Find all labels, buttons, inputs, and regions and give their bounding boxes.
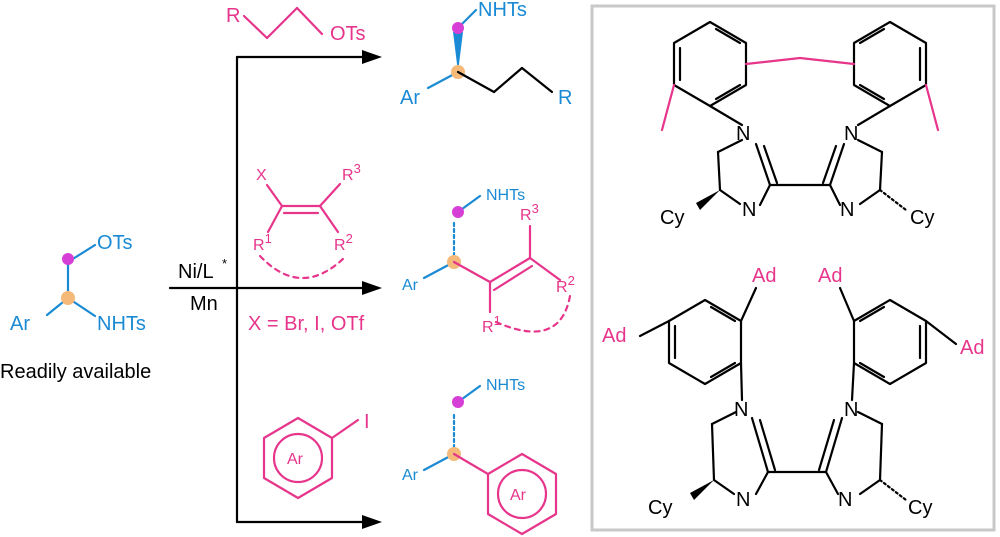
- product2-ar-label: Ar: [402, 277, 419, 294]
- reagent-x-label: X: [256, 167, 267, 184]
- ligand2-ad-right: Ad: [960, 337, 984, 359]
- ligand2-n1: N: [734, 399, 748, 421]
- product2-r2-label: R2: [556, 273, 575, 296]
- ligand-adamantyl-biimidazoline: Ad Ad Ad Ad N N N N Cy Cy: [602, 265, 984, 519]
- reagent-ar-ring-label: Ar: [287, 451, 304, 468]
- reagent-alkyl-tosylate: R OTs: [226, 5, 366, 45]
- ligand1-n3: N: [844, 123, 858, 145]
- ligand1-n2: N: [742, 199, 756, 221]
- product-alkenyl: NHTs Ar R3 R2 R1: [402, 187, 575, 336]
- product1-r-label: R: [558, 87, 572, 109]
- ligand2-cy-right: Cy: [908, 497, 932, 519]
- reagent-i-label: I: [364, 411, 370, 433]
- stereocenter-dot: [61, 291, 75, 305]
- reagent-r-label: R: [226, 5, 240, 27]
- ligand-panel: [590, 4, 996, 532]
- start-ots-label: OTs: [97, 232, 133, 254]
- product-aryl: NHTs Ar Ar: [402, 377, 558, 536]
- radical-ball: [452, 22, 464, 34]
- product2-nhts-label: NHTs: [486, 187, 525, 204]
- ligand2-ad-top-right: Ad: [818, 265, 842, 287]
- reagent-ots-label: OTs: [330, 23, 366, 45]
- reductant-label: Mn: [190, 293, 218, 315]
- halide-note: X = Br, I, OTf: [248, 313, 365, 335]
- reaction-arrows: [168, 50, 382, 529]
- product3-ar-ring-label: Ar: [510, 487, 527, 504]
- ligand1-cy-right: Cy: [910, 207, 934, 229]
- product2-r1-label: R1: [482, 313, 501, 336]
- reagent-aryl-iodide: Ar I: [262, 411, 370, 500]
- ligand2-cy-left: Cy: [648, 497, 672, 519]
- product1-nhts-label: NHTs: [478, 0, 527, 21]
- reagent-r2-label: R2: [334, 231, 353, 254]
- ligand2-n2: N: [736, 489, 750, 511]
- catalyst-label: Ni/L: [178, 261, 214, 283]
- ligand1-n4: N: [840, 199, 854, 221]
- reagent-vinyl-halide: X R3 R1 R2 X = Br, I, OTf: [248, 161, 365, 335]
- ligand1-cy-left: Cy: [660, 207, 684, 229]
- ligand2-n4: N: [838, 489, 852, 511]
- starting-material: OTs NHTs Ar Readily available: [0, 232, 151, 383]
- product1-ar-label: Ar: [400, 87, 420, 109]
- ligand1-n1: N: [736, 123, 750, 145]
- product2-r3-label: R3: [520, 201, 539, 224]
- start-ar-label: Ar: [10, 313, 30, 335]
- reagent-r3-label: R3: [342, 161, 361, 184]
- product3-ar-label: Ar: [402, 467, 419, 484]
- reagent-r1-label: R1: [253, 231, 272, 254]
- radical-ball: [452, 206, 464, 218]
- start-caption: Readily available: [0, 361, 151, 383]
- ligand-biaryl-biimidazoline: N N N N Cy Cy: [660, 20, 940, 229]
- ligand2-n3: N: [844, 399, 858, 421]
- product3-nhts-label: NHTs: [486, 377, 525, 394]
- ligand2-ad-top-left: Ad: [752, 265, 776, 287]
- radical-ball: [452, 396, 464, 408]
- radical-ball: [62, 253, 74, 265]
- product-alkyl: NHTs Ar R: [400, 0, 572, 109]
- start-nhts-label: NHTs: [97, 313, 146, 335]
- ligand2-ad-left: Ad: [602, 325, 626, 347]
- catalyst-star: *: [222, 256, 227, 271]
